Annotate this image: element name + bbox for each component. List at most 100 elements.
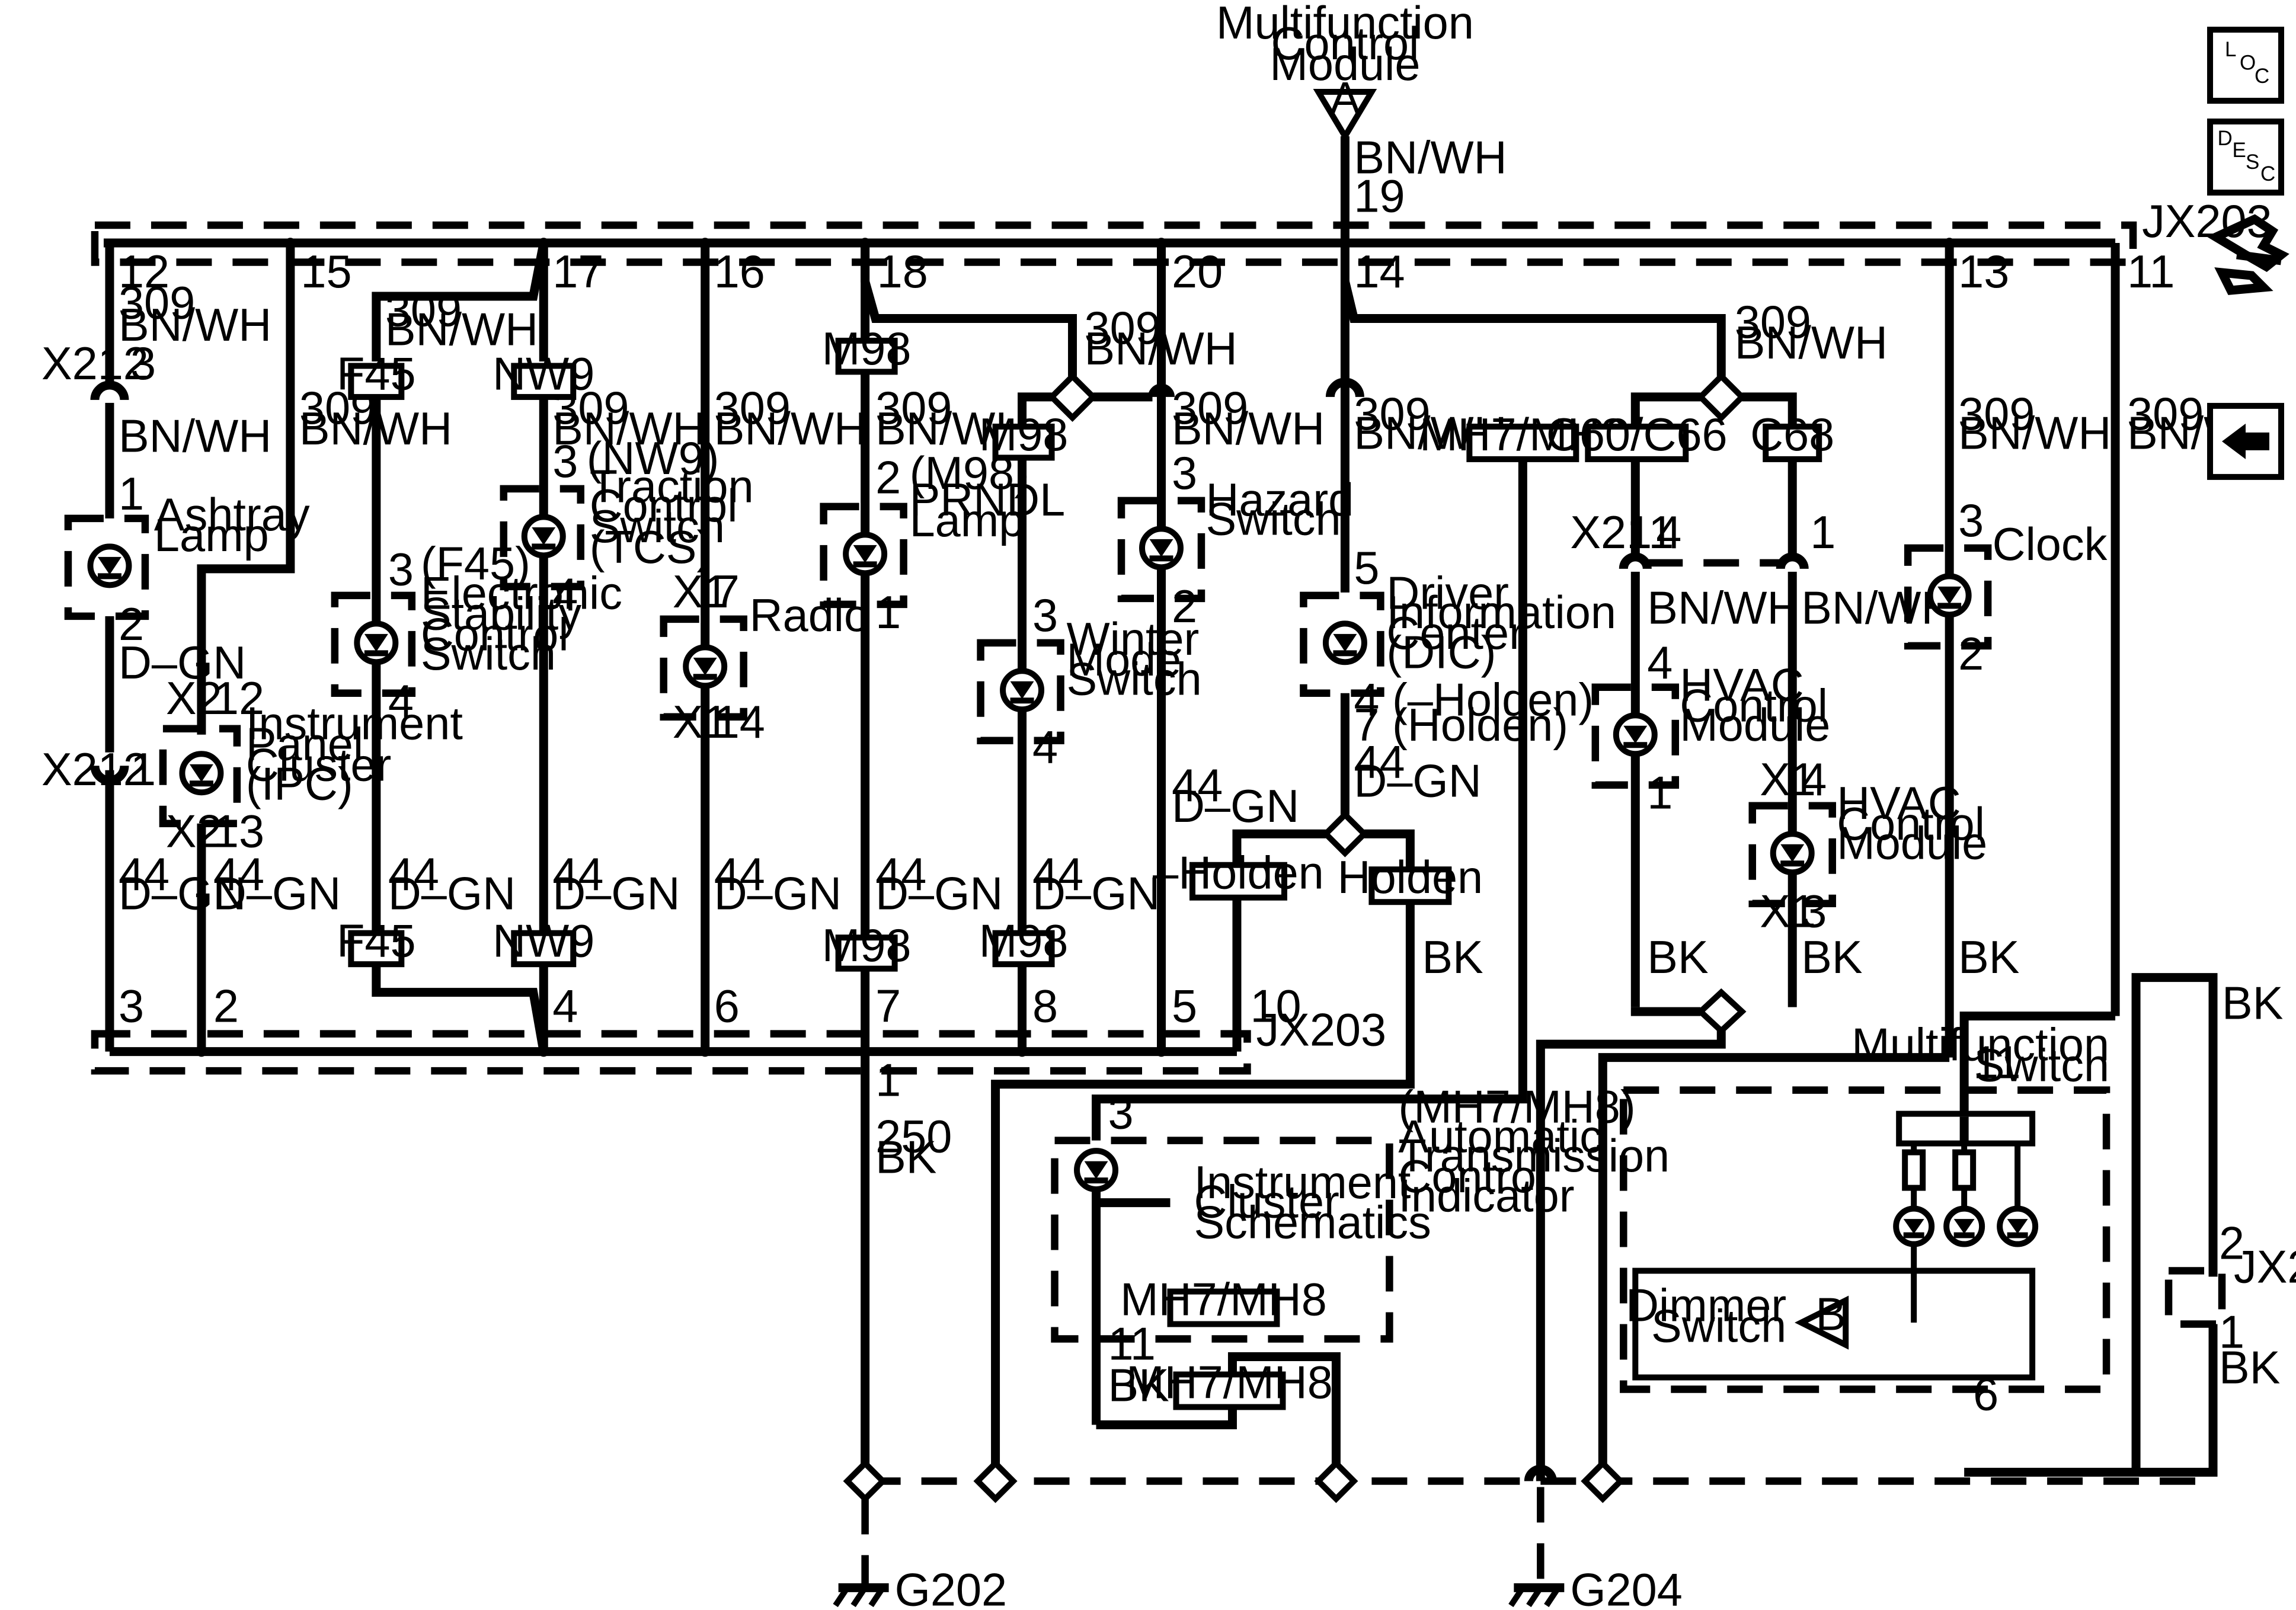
holden-wire [1364, 829, 1415, 870]
hazard-switch[interactable] [1117, 497, 1205, 603]
tcs-name-4: (TCS) [590, 522, 712, 573]
esc-pin-4: 4 [388, 676, 414, 727]
mfs-name-2: Switch [1974, 1041, 2109, 1092]
hvac-left-name-1: HVAC [1680, 660, 1803, 710]
back-arrow-icon [2222, 423, 2270, 459]
x212-upper-pin: 3 [130, 338, 156, 389]
x211-pin-1: 1 [1810, 507, 1835, 558]
prndl-name-1: PRNDL [910, 475, 1066, 526]
jx201-feed [2131, 973, 2218, 1473]
atci-name-4: Indicator [1398, 1171, 1574, 1222]
traction-control-switch[interactable] [500, 485, 584, 591]
x211-pin-4: 4 [1656, 507, 1681, 558]
pin11-circuit: 309 [2127, 389, 2204, 440]
hvac-ground-diamond [1696, 988, 1747, 1035]
option-m98-top: M98 [822, 324, 912, 375]
pin-top-20: 20 [1172, 247, 1223, 297]
loc-button[interactable]: L O C [2207, 27, 2285, 104]
g204-crossing [1524, 1465, 1557, 1482]
mfs-ground-wire [1964, 1324, 2218, 1477]
winter-dgn: D–GN [1032, 869, 1160, 920]
g202-bk: BK [875, 1132, 936, 1183]
dic-diode-icon [1333, 633, 1357, 652]
mfs-lamps [1893, 1205, 2039, 1247]
radio-pin-7: 7 [714, 566, 740, 617]
driver-information-center[interactable] [1300, 591, 1384, 697]
option-box-f45-top: F45 [337, 348, 416, 400]
option-box-c68: C68 [1750, 409, 1834, 462]
option-f45-bottom: F45 [337, 916, 416, 967]
mcm-wire-color: BN/WH [1354, 133, 1507, 184]
connector-tool-icon[interactable] [2207, 214, 2289, 295]
option-c60: C60/C66 [1546, 409, 1728, 460]
jx203-bottom-connector-outline [91, 1030, 1251, 1075]
g202-ground-icon [833, 1583, 889, 1608]
option-box-nw9-bottom: NW9 [493, 916, 594, 968]
atci-bk: BK [1108, 1360, 1169, 1411]
pin-bot-6: 6 [714, 981, 740, 1032]
option-box-c60: C60/C66 [1546, 409, 1728, 462]
loc-o: O [2240, 52, 2256, 75]
hvac-right-x1-bottom: X1 [1760, 886, 1816, 937]
radio-x1-top: X1 [673, 566, 729, 617]
clock-pin-2: 2 [1958, 629, 1984, 680]
option-box-m98-top: M98 [822, 324, 912, 375]
dic-outline [1300, 591, 1384, 697]
clock[interactable] [1904, 544, 1992, 650]
hvac-left-diode-icon [1623, 725, 1648, 744]
multifunction-control-module[interactable]: Multifunction Control Module A [1216, 0, 1474, 142]
ashtray-lamp[interactable] [64, 514, 149, 620]
hvac-left-pin-4: 4 [1647, 638, 1673, 689]
ics-name-2: Cluster [1194, 1177, 1339, 1228]
pin-bot-4: 4 [552, 981, 578, 1032]
desc-button[interactable]: D E S C [2207, 119, 2285, 196]
option-c68: C68 [1750, 409, 1834, 460]
atci-pin-3: 3 [1108, 1088, 1134, 1139]
radio[interactable] [660, 615, 747, 721]
dimmer-box [1632, 1267, 2036, 1381]
ipc-name-4: (IPC) [246, 759, 353, 810]
option-f45-top: F45 [337, 348, 416, 399]
prndl-dgn: D–GN [875, 869, 1003, 920]
x211-right-connector-icon [1776, 552, 1809, 569]
esc-opt: (F45) [421, 538, 530, 589]
option-box-f45-bottom: F45 [337, 916, 416, 968]
pin-bot-5: 5 [1172, 981, 1197, 1032]
prndl-lamp[interactable] [820, 502, 907, 609]
option-holden: Holden [1338, 852, 1483, 903]
ipc-name-3: Cluster [246, 740, 391, 790]
multifunction-switch[interactable] [1620, 1086, 2110, 1393]
dimmer-switch[interactable]: B [1795, 1289, 1849, 1350]
hvac-ground-merge [1630, 1007, 1701, 1016]
mcm-pin-label: A [1330, 73, 1361, 124]
hvac-control-module-right[interactable] [1748, 802, 1836, 907]
ashtray-name-1: Ashtray [154, 489, 310, 540]
atci-feed-wire [1092, 459, 1527, 1141]
esc-name-1: Electronic [421, 568, 622, 619]
back-arrow-button[interactable] [2207, 402, 2285, 480]
x212-lower-pin: 1 [130, 744, 156, 795]
prndl-diode-icon [853, 545, 877, 563]
pin-bot-10: 10 [1250, 981, 1301, 1032]
hvac-control-module-left[interactable] [1591, 683, 1680, 789]
electronic-stability-control-switch[interactable] [331, 591, 416, 697]
hazard-color: BN/WH [1172, 404, 1325, 454]
ipc-x2-upper: X2 [166, 673, 222, 724]
instrument-panel-cluster[interactable] [159, 725, 241, 827]
ipc-pin-12: 12 [213, 673, 264, 724]
hvac-right-name-2: Control [1837, 799, 1985, 850]
mfs-pin-11-label: 11 [1973, 1038, 2020, 1089]
instrument-cluster-schematics-link[interactable]: Instrument Cluster Schematics [1194, 1157, 1431, 1248]
pin-top-18: 18 [877, 247, 928, 297]
atci-opt: (MH7/MH8) [1398, 1082, 1635, 1133]
hvac-left-name-2: Control [1680, 680, 1828, 731]
winter-mode-switch[interactable] [977, 639, 1064, 745]
desc-e: E [2233, 139, 2246, 162]
ashtray-c44: 44 [119, 849, 170, 900]
ashtray-dgn-2: D–GN [119, 869, 246, 920]
tcs-diode-icon [532, 527, 556, 545]
clock-ground-wire [1598, 1053, 1950, 1481]
radio-circuit: 309 [714, 383, 791, 434]
dic-name-3: Center [1386, 608, 1524, 659]
hazard-diode-icon [1149, 539, 1173, 557]
